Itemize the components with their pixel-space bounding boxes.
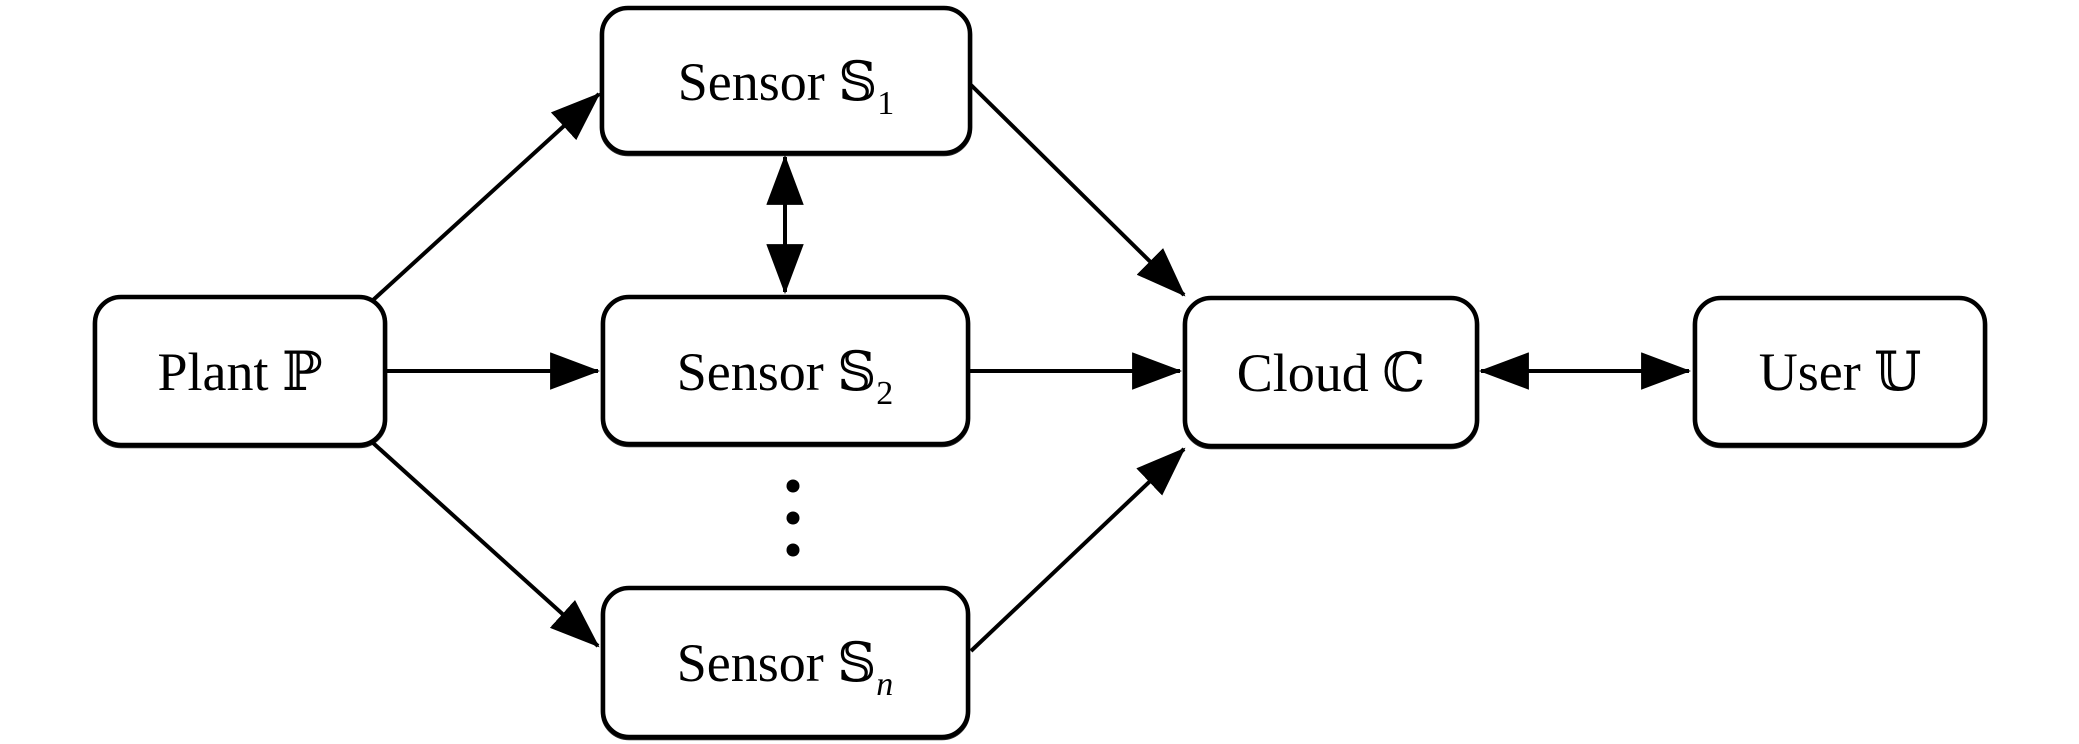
cloud-node: Cloud ℂ	[1182, 295, 1480, 449]
sensorN-box	[600, 585, 971, 740]
sensor1-node: Sensor 𝕊1	[599, 5, 973, 156]
edge-sensor1-cloud	[969, 83, 1186, 297]
edge-plant-sensorN	[370, 440, 600, 648]
edge-sensorN-cloud	[969, 447, 1186, 653]
ellipsis-dot	[786, 479, 800, 493]
plant-box	[92, 294, 388, 448]
ellipsis-dot	[786, 543, 800, 557]
user-label: User 𝕌	[1759, 342, 1922, 402]
sensor1-box	[599, 5, 973, 156]
user-box	[1692, 295, 1988, 448]
sensorN-node: Sensor 𝕊n	[600, 585, 971, 740]
cloud-box	[1182, 295, 1480, 449]
cloud-label: Cloud ℂ	[1237, 343, 1426, 403]
sensor2-label: Sensor 𝕊2	[677, 342, 894, 412]
sensor2-node: Sensor 𝕊2	[600, 294, 971, 447]
sensor1-label: Sensor 𝕊1	[678, 52, 895, 122]
ellipsis-dot	[786, 511, 800, 525]
user-node: User 𝕌	[1692, 295, 1988, 448]
plant-node: Plant ℙ	[92, 294, 388, 448]
sensorN-label: Sensor 𝕊n	[677, 633, 894, 703]
plant-label: Plant ℙ	[157, 342, 322, 402]
vertical-ellipsis-icon	[786, 479, 800, 557]
sensor2-box	[600, 294, 971, 447]
edge-plant-sensor1	[370, 92, 601, 303]
